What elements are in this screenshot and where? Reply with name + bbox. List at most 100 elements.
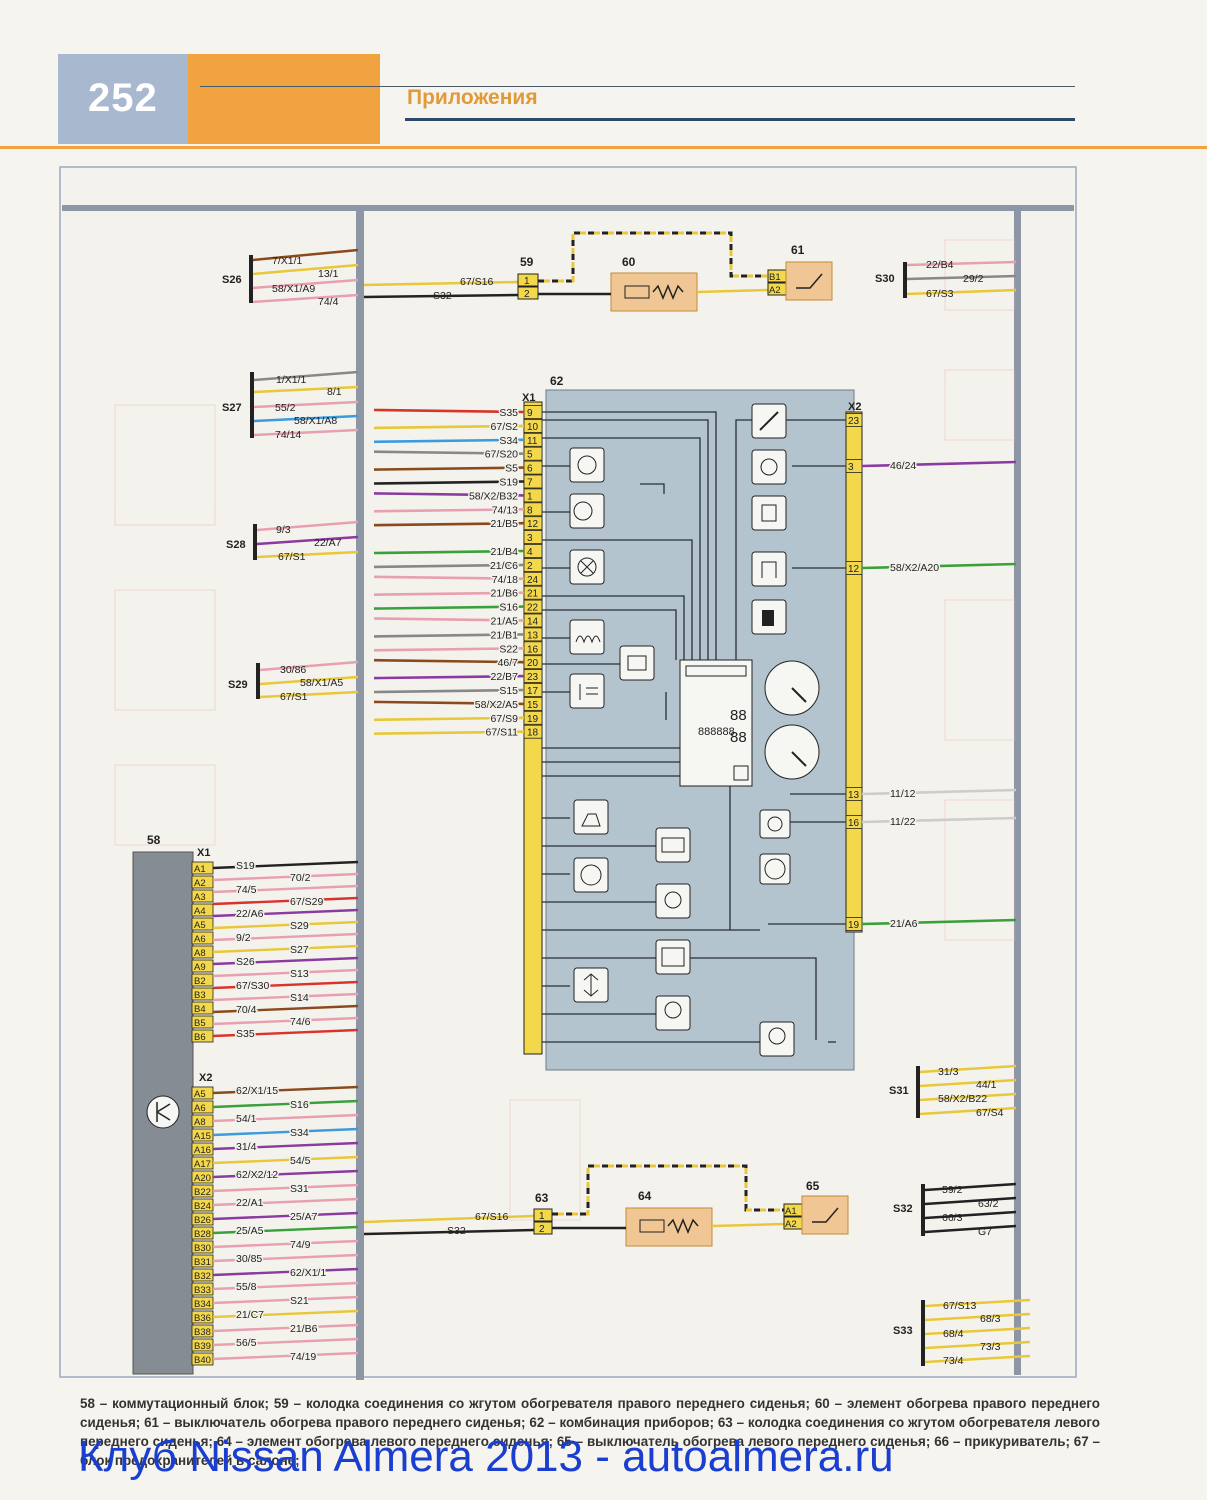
rear-defrost-icon [655, 939, 691, 975]
parking-brake-icon [573, 857, 609, 893]
pin-number: 13 [527, 630, 539, 641]
pin-number: A5 [194, 1089, 206, 1100]
pin-number: B26 [194, 1215, 211, 1226]
wire [373, 408, 525, 414]
pin-number: 23 [848, 416, 860, 427]
wire [373, 605, 525, 610]
splice-s32: S32 59/2 63/2 66/3 G7 [893, 1182, 1017, 1238]
indicator-icons: 888888 88 88 [569, 403, 820, 1057]
pin-number: 17 [527, 686, 539, 697]
header-underline [405, 118, 1075, 121]
wire-label: 66/3 [942, 1212, 963, 1224]
wire [212, 908, 359, 918]
pin-number: A17 [194, 1159, 211, 1170]
pin-number: 7 [527, 478, 533, 489]
wire [212, 932, 359, 942]
wire [212, 1141, 359, 1151]
wire-label: S19 [499, 477, 518, 489]
wire-label: 44/1 [976, 1079, 997, 1091]
battery-icon [655, 827, 691, 863]
wire-label: 67/S30 [236, 980, 269, 992]
wire [212, 872, 359, 882]
wire [373, 674, 525, 680]
wire [373, 658, 525, 664]
pin-number: B2 [194, 976, 206, 987]
wire-label: 59/2 [942, 1184, 963, 1196]
pin-number: A8 [194, 948, 206, 959]
wire-label: S32 [447, 1225, 466, 1237]
pin-number: B6 [194, 1032, 206, 1043]
wire-label: S29 [290, 920, 309, 932]
wire-label: 58/X2/A20 [890, 562, 939, 574]
wire [212, 1169, 359, 1179]
wire-label: 13/1 [318, 268, 339, 280]
pin-number: B4 [194, 1004, 206, 1015]
svg-text:88: 88 [730, 707, 747, 724]
pin-label: 2 [539, 1224, 545, 1235]
wire-label: 9/2 [236, 932, 251, 944]
splice-s33: S33 67/S13 68/3 68/4 73/3 73/4 [893, 1298, 1031, 1367]
wire [373, 647, 525, 652]
wire [212, 920, 359, 930]
wire-label: 21/A5 [491, 616, 519, 628]
wire-label: 62/X1/1 [290, 1267, 326, 1279]
splice-label: S33 [893, 1325, 913, 1337]
wire [212, 1225, 359, 1235]
splice-label: S26 [222, 274, 242, 286]
pin-number: A1 [194, 864, 206, 875]
wire-label: S35 [499, 407, 518, 419]
header-line [200, 86, 1075, 87]
wire-label: 67/S16 [475, 1211, 508, 1223]
wire-label: 25/A7 [290, 1211, 318, 1223]
wire-label: S34 [499, 435, 518, 447]
wire-label: 67/S29 [290, 896, 323, 908]
wire-label: 67/S1 [278, 551, 306, 563]
instrument-cluster-62: 62 X1 X2 9S351067/S211S34567/S206S57S191… [373, 374, 1017, 1071]
pin-number: 3 [848, 462, 854, 473]
splice-s30: S30 22/B4 29/2 67/S3 [875, 259, 1017, 300]
pin-box [191, 959, 214, 973]
pin-box [191, 931, 214, 945]
wire-label: 67/S4 [976, 1107, 1004, 1119]
pin-box [191, 973, 214, 987]
pin-label: A1 [785, 1206, 797, 1217]
high-beam-icon [655, 995, 691, 1031]
wire [212, 860, 359, 870]
wire-label: S16 [290, 1099, 309, 1111]
wire [212, 1127, 359, 1137]
wire-label: S14 [290, 992, 309, 1004]
wire-label: 30/86 [280, 664, 306, 676]
fog-lamp-icon [569, 447, 605, 483]
wire [373, 575, 525, 581]
wire-label: 67/S13 [943, 1300, 976, 1312]
splice-label: S30 [875, 273, 895, 285]
pin-number: 19 [848, 920, 860, 931]
pin-number: 8 [527, 505, 533, 516]
wire [212, 884, 359, 894]
figure-caption: 58 – коммутационный блок; 59 – колодка с… [80, 1396, 1100, 1468]
pin-number: 12 [848, 564, 860, 575]
block58-x2-pins: A5A6A8A15A16A17A20B22B24B26B28B30B31B32B… [191, 1084, 359, 1366]
splice-label: S28 [226, 539, 246, 551]
component-63-label: 63 [535, 1191, 549, 1205]
wire-label: 22/A1 [236, 1197, 264, 1209]
pin-number: B22 [194, 1187, 211, 1198]
wire [861, 460, 1017, 468]
wire-label: 55/2 [275, 402, 296, 414]
wire [373, 730, 525, 735]
wire [212, 896, 359, 906]
wire-label: 74/13 [492, 504, 518, 516]
wire [212, 1211, 359, 1221]
headlight-icon [569, 673, 605, 709]
pin-number: A15 [194, 1131, 211, 1142]
wire-label: 21/B1 [491, 629, 519, 641]
wire-label: 67/S9 [491, 713, 519, 725]
pin-box [523, 530, 543, 544]
wire [212, 1016, 359, 1026]
pin-number: A5 [194, 920, 206, 931]
wire [212, 1155, 359, 1165]
pin-label: 2 [524, 289, 530, 300]
wire-label: 68/4 [943, 1328, 964, 1340]
wire-label: 31/4 [236, 1141, 257, 1153]
pin-number: B40 [194, 1355, 211, 1366]
